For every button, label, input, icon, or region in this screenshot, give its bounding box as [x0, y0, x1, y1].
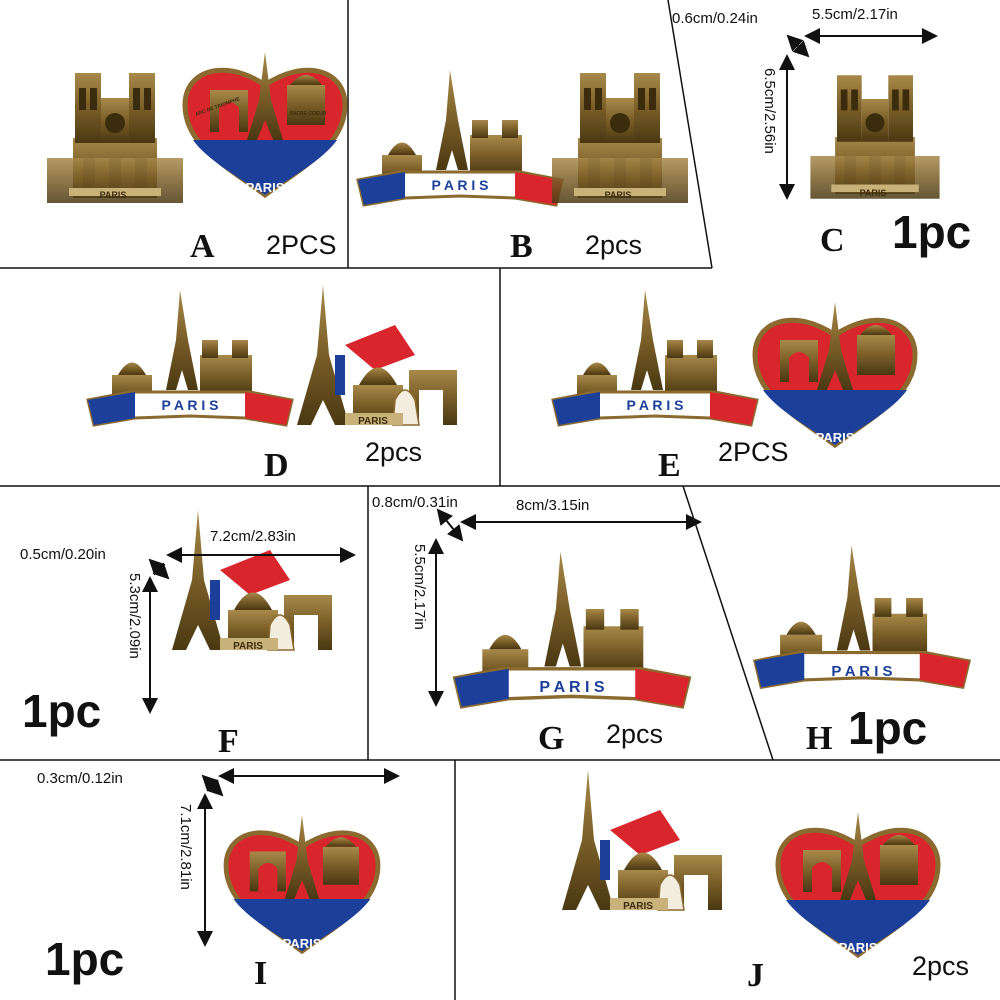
- panel-j: [561, 769, 938, 955]
- heart-magnet: [226, 815, 378, 951]
- panel-c-height-label: 6.5cm/2.56in: [761, 68, 778, 154]
- thickness-arrow: [148, 558, 170, 580]
- panel-h-letter: H: [806, 720, 833, 757]
- panel-e: [551, 288, 915, 445]
- panel-a-quantity: 2PCS: [266, 230, 337, 260]
- panel-a: [47, 52, 345, 203]
- panel-h-quantity: 1pc: [848, 702, 928, 754]
- notre-dame-label: PARIS: [860, 188, 887, 198]
- heart-magnet: [755, 302, 915, 445]
- eiffel-cat-label: PARIS: [233, 641, 263, 652]
- panel-e-letter: E: [658, 447, 681, 484]
- eiffel-cat-magnet: [296, 284, 458, 426]
- panel-c-letter: C: [820, 222, 845, 259]
- thickness-arrow: [786, 34, 810, 58]
- panel-j-letter: J: [747, 957, 764, 994]
- panel-c-width-label: 5.5cm/2.17in: [812, 6, 898, 23]
- panel-c-quantity: 1pc: [892, 206, 972, 258]
- notre-dame-magnet: [810, 75, 940, 199]
- heart-label: PARIS: [839, 940, 878, 955]
- notre-dame-magnet: [47, 73, 183, 203]
- heart-magnet: [185, 52, 345, 195]
- panel-g-letter: G: [538, 720, 565, 757]
- panel-b-letter: B: [510, 228, 533, 265]
- thickness-arrow: [201, 774, 224, 797]
- panel-g: [428, 508, 702, 709]
- notre-dame-label: PARIS: [605, 190, 632, 200]
- panel-d-quantity: 2pcs: [365, 437, 423, 467]
- panel-f: [142, 509, 356, 714]
- heart-label: PARIS: [816, 430, 855, 445]
- panel-f-quantity: 1pc: [22, 685, 102, 737]
- banner-label: P A R I S: [539, 679, 605, 696]
- eiffel-cat-magnet: [561, 769, 723, 911]
- panel-d-letter: D: [264, 447, 289, 484]
- panel-f-width-label: 7.2cm/2.83in: [210, 528, 296, 545]
- eiffel-cat-label: PARIS: [623, 901, 653, 912]
- panel-c-thickness-label: 0.6cm/0.24in: [672, 10, 758, 27]
- panel-i: [197, 768, 400, 951]
- panel-i-quantity: 1pc: [45, 933, 125, 985]
- thickness-arrow: [436, 508, 464, 542]
- panel-g-thickness-label: 0.8cm/0.31in: [372, 494, 458, 511]
- magnet-labels: PARIS PARIS PARIS PARIS P A R I S P A R …: [100, 96, 893, 955]
- panel-f-thickness-label: 0.5cm/0.20in: [20, 546, 106, 563]
- panel-f-letter: F: [218, 723, 239, 760]
- panel-c: [779, 28, 940, 200]
- panel-i-thickness-label: 0.3cm/0.12in: [37, 770, 123, 787]
- heart-magnet: [778, 812, 938, 955]
- panel-f-height-label: 5.3cm/2.09in: [126, 573, 143, 659]
- panel-e-quantity: 2PCS: [718, 437, 789, 467]
- banner-label: P A R I S: [831, 663, 892, 680]
- panel-g-quantity: 2pcs: [606, 719, 664, 749]
- panel-g-width-label: 8cm/3.15in: [516, 497, 590, 514]
- banner-label: P A R I S: [431, 177, 488, 193]
- panel-b-quantity: 2pcs: [585, 230, 643, 260]
- banner-label: P A R I S: [626, 397, 683, 413]
- panel-a-letter: A: [190, 228, 215, 265]
- panel-b: [356, 68, 688, 207]
- notre-dame-label: PARIS: [100, 190, 127, 200]
- panel-j-quantity: 2pcs: [912, 951, 970, 981]
- sacre-label: SACRE COEUR: [290, 111, 327, 117]
- notre-dame-magnet: [552, 73, 688, 203]
- heart-label: PARIS: [246, 180, 285, 195]
- panel-i-letter: I: [254, 955, 268, 992]
- eiffel-cat-label: PARIS: [358, 416, 388, 427]
- panel-g-height-label: 5.5cm/2.17in: [411, 544, 428, 630]
- banner-label: P A R I S: [161, 397, 218, 413]
- heart-label: PARIS: [283, 936, 322, 951]
- panel-d: [86, 284, 458, 427]
- panel-i-height-label: 7.1cm/2.81in: [177, 804, 194, 890]
